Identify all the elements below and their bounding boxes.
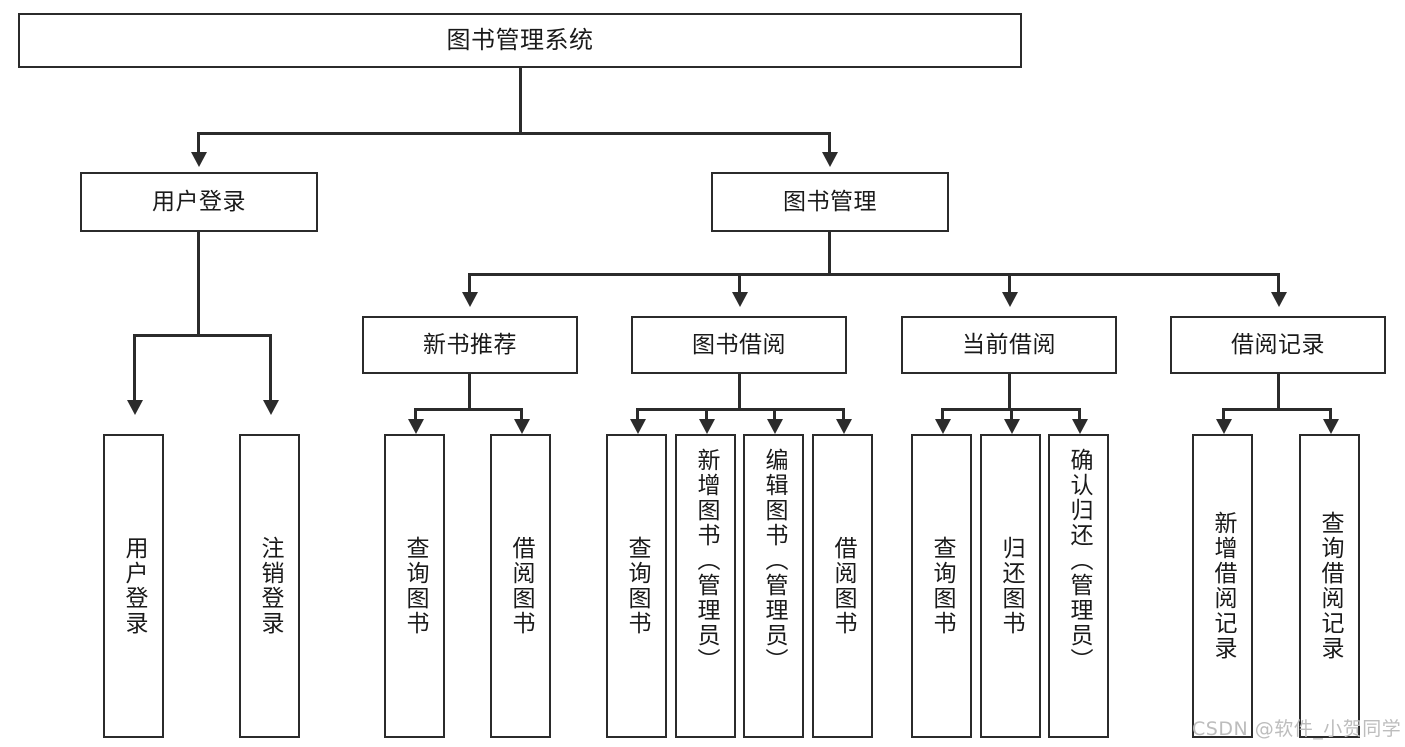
connector-new-book-bus: [414, 408, 522, 411]
arrow-root-to-book-mgmt: [821, 152, 838, 167]
node-label: 确认归还（管理员）: [1066, 448, 1092, 673]
node-label: 查询图书: [929, 536, 955, 636]
node-label: 新增借阅记录: [1210, 511, 1236, 661]
node-root-system[interactable]: 图书管理系统: [18, 13, 1022, 68]
node-label: 新增图书（管理员）: [693, 448, 719, 673]
connector-records-drop-2: [1329, 408, 1332, 422]
connector-book-mgmt-drop-1: [468, 273, 471, 295]
connector-book-mgmt-bus: [468, 273, 1280, 276]
arrow-user-login-leaf-2: [262, 400, 279, 415]
connector-borrow-bus: [636, 408, 845, 411]
arrow-book-mgmt-to-records: [1270, 292, 1287, 307]
node-current-borrow[interactable]: 当前借阅: [901, 316, 1117, 374]
leaf-borrow-query-books[interactable]: 查询图书: [606, 434, 667, 738]
leaf-new-book-query-books[interactable]: 查询图书: [384, 434, 445, 738]
leaf-borrow-edit-book-admin[interactable]: 编辑图书（管理员）: [743, 434, 804, 738]
arrow-current-leaf-3: [1071, 419, 1088, 434]
connector-borrow-stem: [738, 374, 741, 410]
watermark-text: CSDN @软件_小贺同学: [1192, 718, 1402, 740]
node-label: 查询借阅记录: [1317, 511, 1343, 661]
node-label: 图书管理: [783, 188, 877, 215]
connector-new-book-stem: [468, 374, 471, 410]
connector-user-login-stem: [197, 232, 200, 336]
arrow-root-to-user-login: [190, 152, 207, 167]
leaf-borrow-add-book-admin[interactable]: 新增图书（管理员）: [675, 434, 736, 738]
connector-records-bus: [1222, 408, 1332, 411]
arrow-borrow-leaf-2: [698, 419, 715, 434]
connector-user-login-bus: [133, 334, 272, 337]
node-label: 借阅图书: [830, 536, 856, 636]
arrow-current-leaf-1: [934, 419, 951, 434]
arrow-book-mgmt-to-current: [1001, 292, 1018, 307]
arrow-records-leaf-1: [1215, 419, 1232, 434]
connector-root-to-user-login: [197, 132, 200, 155]
arrow-borrow-leaf-4: [835, 419, 852, 434]
node-label: 图书借阅: [692, 331, 786, 358]
connector-book-mgmt-drop-2: [738, 273, 741, 295]
node-label: 当前借阅: [962, 331, 1056, 358]
arrow-borrow-leaf-1: [629, 419, 646, 434]
node-label: 用户登录: [121, 536, 147, 636]
leaf-records-query-record[interactable]: 查询借阅记录: [1299, 434, 1360, 738]
arrow-book-mgmt-to-borrow: [731, 292, 748, 307]
node-book-borrow[interactable]: 图书借阅: [631, 316, 847, 374]
node-label: 编辑图书（管理员）: [761, 448, 787, 673]
connector-borrow-drop-2: [705, 408, 708, 422]
leaf-current-return-books[interactable]: 归还图书: [980, 434, 1041, 738]
connector-current-drop-1: [941, 408, 944, 422]
arrow-new-book-leaf-2: [513, 419, 530, 434]
connector-borrow-drop-3: [773, 408, 776, 422]
arrow-new-book-leaf-1: [407, 419, 424, 434]
connector-current-drop-2: [1010, 408, 1013, 422]
node-label: 归还图书: [998, 536, 1024, 636]
node-label: 注销登录: [257, 536, 283, 636]
node-borrow-records[interactable]: 借阅记录: [1170, 316, 1386, 374]
connector-user-login-drop-1: [133, 334, 136, 402]
node-new-book-recommend[interactable]: 新书推荐: [362, 316, 578, 374]
node-label: 查询图书: [402, 536, 428, 636]
connector-root-stem: [518, 68, 522, 134]
node-label: 图书管理系统: [446, 25, 594, 54]
connector-records-drop-1: [1222, 408, 1225, 422]
arrow-user-login-leaf-1: [126, 400, 143, 415]
arrow-records-leaf-2: [1322, 419, 1339, 434]
connector-records-stem: [1277, 374, 1280, 410]
connector-book-mgmt-drop-3: [1008, 273, 1011, 295]
node-label: 查询图书: [624, 536, 650, 636]
connector-book-mgmt-drop-4: [1277, 273, 1280, 295]
connector-current-drop-3: [1078, 408, 1081, 422]
leaf-new-book-borrow-books[interactable]: 借阅图书: [490, 434, 551, 738]
connector-current-stem: [1008, 374, 1011, 410]
leaf-current-confirm-return-admin[interactable]: 确认归还（管理员）: [1048, 434, 1109, 738]
connector-borrow-drop-4: [842, 408, 845, 422]
arrow-book-mgmt-to-new-book: [461, 292, 478, 307]
connector-root-to-book-mgmt: [828, 132, 831, 155]
node-user-login[interactable]: 用户登录: [80, 172, 318, 232]
node-label: 借阅记录: [1231, 331, 1325, 358]
connector-book-mgmt-stem: [828, 232, 831, 275]
node-label: 借阅图书: [508, 536, 534, 636]
connector-root-bus: [197, 132, 831, 135]
node-book-management[interactable]: 图书管理: [711, 172, 949, 232]
arrow-current-leaf-2: [1003, 419, 1020, 434]
connector-borrow-drop-1: [636, 408, 639, 422]
node-label: 用户登录: [152, 188, 246, 215]
leaf-current-query-books[interactable]: 查询图书: [911, 434, 972, 738]
connector-user-login-drop-2: [269, 334, 272, 402]
connector-new-book-drop-1: [414, 408, 417, 422]
leaf-records-add-record[interactable]: 新增借阅记录: [1192, 434, 1253, 738]
node-label: 新书推荐: [423, 331, 517, 358]
leaf-logout[interactable]: 注销登录: [239, 434, 300, 738]
leaf-borrow-borrow-books[interactable]: 借阅图书: [812, 434, 873, 738]
arrow-borrow-leaf-3: [766, 419, 783, 434]
leaf-user-login[interactable]: 用户登录: [103, 434, 164, 738]
connector-new-book-drop-2: [520, 408, 523, 422]
